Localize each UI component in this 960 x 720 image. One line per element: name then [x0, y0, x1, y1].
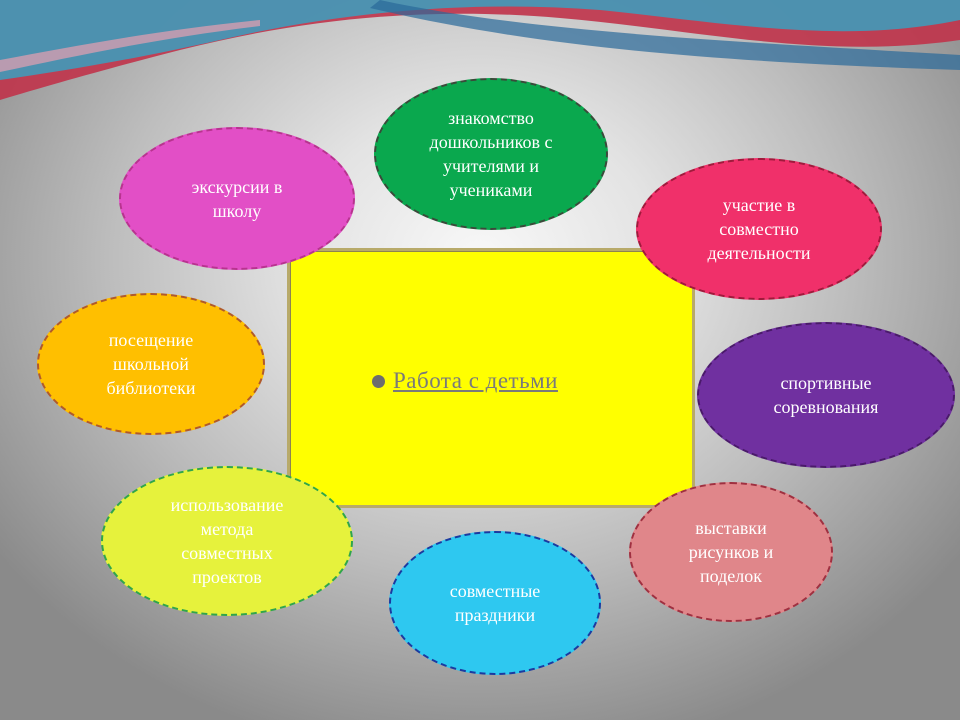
oval-joint-activity: участие в совместно деятельности — [636, 158, 882, 300]
oval-exhibitions: выставки рисунков и поделок — [629, 482, 833, 622]
oval-acquaintance: знакомство дошкольников с учителями и уч… — [374, 78, 608, 230]
oval-joint-projects: использование метода совместных проектов — [101, 466, 353, 616]
central-topic-label: Работа с детьми — [393, 368, 558, 393]
oval-library-visit-label: посещение школьной библиотеки — [106, 330, 196, 398]
bullet-icon — [372, 374, 385, 388]
oval-excursions-label: экскурсии в школу — [191, 176, 283, 221]
oval-exhibitions-label: выставки рисунков и поделок — [688, 518, 774, 586]
oval-excursions: экскурсии в школу — [119, 127, 355, 270]
oval-joint-activity-label: участие в совместно деятельности — [707, 195, 811, 263]
oval-joint-holidays: совместные праздники — [389, 531, 601, 675]
oval-sports-competitions-label: спортивные соревнования — [773, 373, 879, 417]
oval-sports-competitions: спортивные соревнования — [697, 322, 955, 468]
oval-library-visit: посещение школьной библиотеки — [37, 293, 265, 435]
central-topic-box: Работа с детьми — [287, 248, 695, 508]
oval-joint-holidays-label: совместные праздники — [449, 581, 541, 625]
oval-joint-projects-label: использование метода совместных проектов — [170, 495, 284, 587]
central-topic-line: Работа с детьми — [372, 368, 558, 394]
decorative-top-waves — [0, 0, 960, 100]
oval-acquaintance-label: знакомство дошкольников с учителями и уч… — [429, 108, 553, 200]
